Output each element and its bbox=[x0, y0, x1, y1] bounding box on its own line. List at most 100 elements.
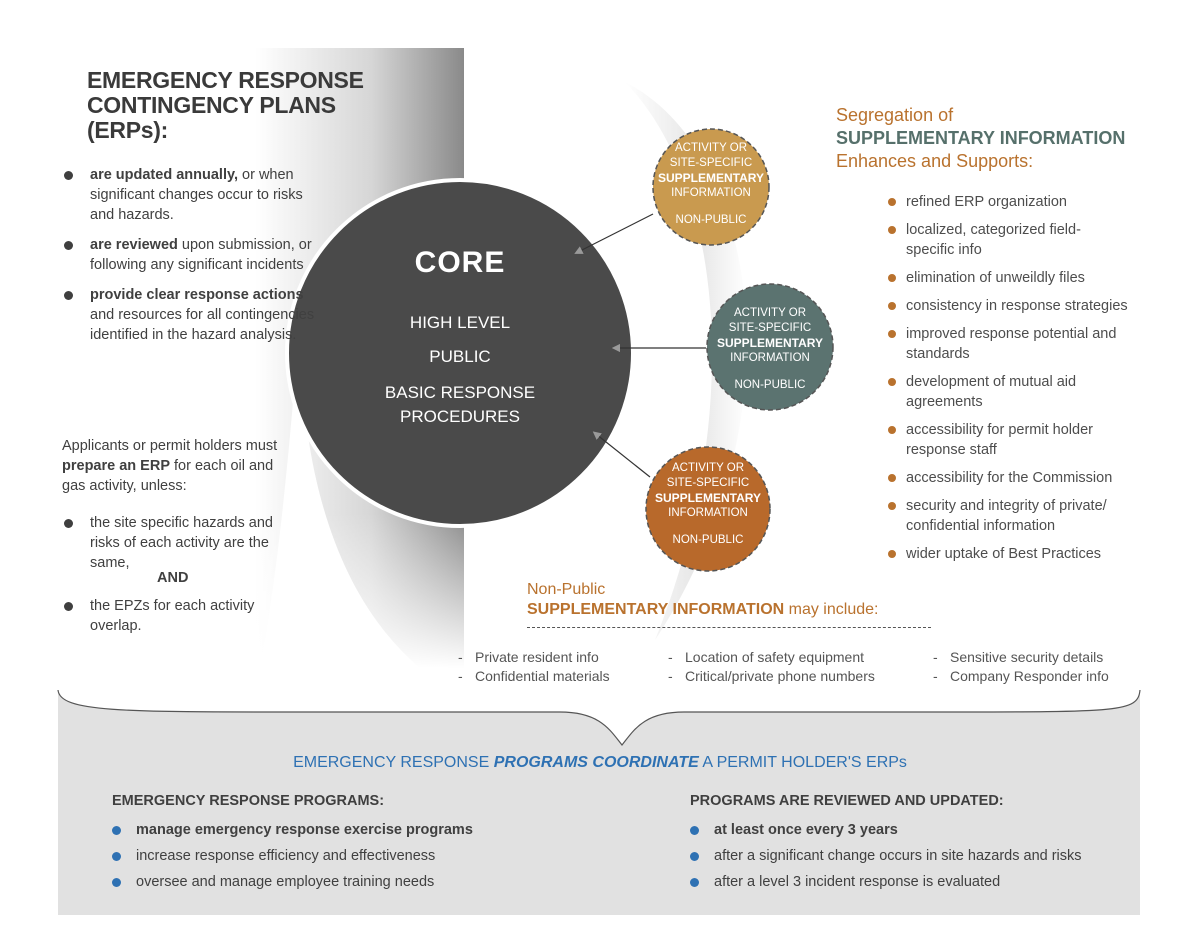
programs-title-bold: PROGRAMS COORDINATE bbox=[493, 754, 699, 771]
and-label: AND bbox=[157, 570, 189, 586]
nonpublic-item: Location of safety equipment bbox=[685, 648, 875, 667]
erp-bullet-text: and resources for all contingencies iden… bbox=[90, 307, 315, 343]
core-line-3a: BASIC RESPONSE bbox=[384, 383, 536, 402]
erp-title-line-3: (ERPs): bbox=[87, 117, 168, 143]
core-circle bbox=[285, 178, 635, 528]
satellite-line: ACTIVITY OR bbox=[675, 142, 747, 154]
satellite-line: SITE-SPECIFIC bbox=[669, 157, 753, 169]
erp-title: EMERGENCY RESPONSE CONTINGENCY PLANS (ER… bbox=[87, 68, 407, 143]
erp-bullet-text: or when significant changes occur to ris… bbox=[90, 167, 303, 223]
satellite-nonpublic: NON-PUBLIC bbox=[672, 534, 744, 546]
satellite-bold: SUPPLEMENTARY bbox=[654, 491, 761, 505]
bottom-brace-line bbox=[57, 689, 1141, 746]
segregation-list: refined ERP organization localized, cate… bbox=[888, 192, 1188, 572]
applicants-text-post: for each oil and gas activity, unless: bbox=[62, 458, 274, 494]
erp-bullet-bold: are updated annually, bbox=[90, 167, 238, 183]
nonpublic-col-1: Private resident info Confidential mater… bbox=[475, 648, 610, 686]
nonpublic-rest: may include: bbox=[784, 601, 879, 618]
satellite-line: INFORMATION bbox=[730, 352, 810, 364]
unless-text: the EPZs for each activity overlap. bbox=[90, 598, 255, 634]
erp-bullet-bold: are reviewed bbox=[90, 237, 178, 253]
satellite-bottom-text: ACTIVITY OR SITE-SPECIFIC SUPPLEMENTARY … bbox=[646, 461, 770, 548]
applicants-paragraph: Applicants or permit holders must prepar… bbox=[62, 436, 292, 496]
segregation-line-2: SUPPLEMENTARY INFORMATION bbox=[836, 128, 1126, 148]
programs-left-item: increase response efficiency and effecti… bbox=[112, 843, 473, 869]
arrow-bottom bbox=[592, 431, 651, 478]
bottom-brace-panel bbox=[58, 690, 1140, 915]
programs-title: EMERGENCY RESPONSE PROGRAMS COORDINATE A… bbox=[0, 754, 1200, 772]
programs-left-heading: EMERGENCY RESPONSE PROGRAMS: bbox=[112, 793, 385, 809]
satellite-line: ACTIVITY OR bbox=[672, 462, 744, 474]
programs-title-post: A PERMIT HOLDER'S ERPs bbox=[698, 754, 907, 771]
unless-item-1: the site specific hazards and risks of e… bbox=[0, 513, 290, 573]
core-line-3b: PROCEDURES bbox=[400, 407, 520, 426]
nonpublic-line-1: Non-Public bbox=[527, 581, 606, 598]
nonpublic-divider bbox=[527, 627, 931, 628]
erp-bullet-item: are reviewed upon submission, or followi… bbox=[0, 235, 330, 275]
satellite-top-circle bbox=[652, 128, 770, 246]
erp-bullet-bold: provide clear response actions bbox=[90, 287, 304, 303]
satellite-line: INFORMATION bbox=[668, 507, 748, 519]
programs-left-list: manage emergency response exercise progr… bbox=[112, 817, 473, 895]
segregation-item: improved response potential and standard… bbox=[888, 324, 1126, 364]
nonpublic-heading: Non-Public SUPPLEMENTARY INFORMATION may… bbox=[527, 580, 878, 620]
erp-bullet-item: are updated annually, or when significan… bbox=[0, 165, 330, 225]
applicants-text: Applicants or permit holders must bbox=[62, 438, 278, 454]
satellite-line: SITE-SPECIFIC bbox=[666, 477, 750, 489]
nonpublic-item: Sensitive security details bbox=[950, 648, 1109, 667]
programs-right-item: after a level 3 incident response is eva… bbox=[690, 869, 1082, 895]
satellite-bold: SUPPLEMENTARY bbox=[657, 171, 764, 185]
unless-list: the site specific hazards and risks of e… bbox=[0, 513, 290, 573]
programs-right-item: after a significant change occurs in sit… bbox=[690, 843, 1082, 869]
satellite-nonpublic: NON-PUBLIC bbox=[734, 379, 806, 391]
segregation-item: development of mutual aid agreements bbox=[888, 372, 1086, 412]
erp-title-line-1: EMERGENCY RESPONSE bbox=[87, 67, 364, 93]
programs-left-item: oversee and manage employee training nee… bbox=[112, 869, 473, 895]
segregation-item: refined ERP organization bbox=[888, 192, 1188, 212]
segregation-item: accessibility for permit holder response… bbox=[888, 420, 1131, 460]
satellite-nonpublic: NON-PUBLIC bbox=[675, 214, 747, 226]
segregation-heading: Segregation of SUPPLEMENTARY INFORMATION… bbox=[836, 104, 1125, 173]
erp-bullet-text: upon submission, or following any signif… bbox=[90, 237, 312, 273]
satellite-line: SITE-SPECIFIC bbox=[728, 322, 812, 334]
satellite-line: ACTIVITY OR bbox=[734, 307, 806, 319]
programs-title-pre: EMERGENCY RESPONSE bbox=[293, 754, 494, 771]
satellite-top-text: ACTIVITY OR SITE-SPECIFIC SUPPLEMENTARY … bbox=[653, 141, 769, 228]
segregation-item: accessibility for the Commission bbox=[888, 468, 1188, 488]
unless-item-2: the EPZs for each activity overlap. bbox=[0, 596, 290, 636]
core-line-1: HIGH LEVEL bbox=[409, 313, 511, 332]
segregation-item: security and integrity of private/ confi… bbox=[888, 496, 1171, 536]
segregation-line-3: Enhances and Supports: bbox=[836, 151, 1034, 171]
programs-left-item: manage emergency response exercise progr… bbox=[112, 817, 473, 843]
programs-right-list: at least once every 3 years after a sign… bbox=[690, 817, 1082, 895]
applicants-bold: prepare an ERP bbox=[62, 458, 170, 474]
segregation-line-1: Segregation of bbox=[836, 105, 954, 125]
erp-title-line-2: CONTINGENCY PLANS bbox=[87, 92, 336, 118]
nonpublic-bold: SUPPLEMENTARY INFORMATION bbox=[527, 601, 785, 618]
satellite-middle-circle bbox=[706, 283, 834, 411]
nonpublic-col-2: Location of safety equipment Critical/pr… bbox=[685, 648, 875, 686]
core-line-2: PUBLIC bbox=[429, 347, 491, 366]
erp-bullet-item: provide clear response actions and resou… bbox=[0, 285, 330, 345]
core-text: CORE HIGH LEVEL PUBLIC BASIC RESPONSE PR… bbox=[300, 246, 620, 427]
satellite-bold: SUPPLEMENTARY bbox=[716, 336, 823, 350]
unless-text: the site specific hazards and risks of e… bbox=[90, 515, 273, 571]
segregation-item: wider uptake of Best Practices bbox=[888, 544, 1188, 564]
core-title: CORE bbox=[414, 246, 506, 279]
segregation-item: localized, categorized field-specific in… bbox=[888, 220, 1106, 260]
erp-bullet-list: are updated annually, or when significan… bbox=[0, 165, 330, 345]
satellite-bottom-circle bbox=[645, 446, 771, 572]
segregation-item: consistency in response strategies bbox=[888, 296, 1188, 316]
satellite-middle-text: ACTIVITY OR SITE-SPECIFIC SUPPLEMENTARY … bbox=[707, 306, 833, 393]
nonpublic-col-3: Sensitive security details Company Respo… bbox=[950, 648, 1109, 686]
arrow-top bbox=[574, 213, 654, 254]
satellite-line: INFORMATION bbox=[671, 187, 751, 199]
nonpublic-item: Private resident info bbox=[475, 648, 610, 667]
nonpublic-item: Confidential materials bbox=[475, 667, 610, 686]
segregation-item: elimination of unweildly files bbox=[888, 268, 1188, 288]
unless-list-2: the EPZs for each activity overlap. bbox=[0, 596, 290, 636]
nonpublic-item: Critical/private phone numbers bbox=[685, 667, 875, 686]
nonpublic-item: Company Responder info bbox=[950, 667, 1109, 686]
programs-right-heading: PROGRAMS ARE REVIEWED AND UPDATED: bbox=[690, 793, 1004, 809]
